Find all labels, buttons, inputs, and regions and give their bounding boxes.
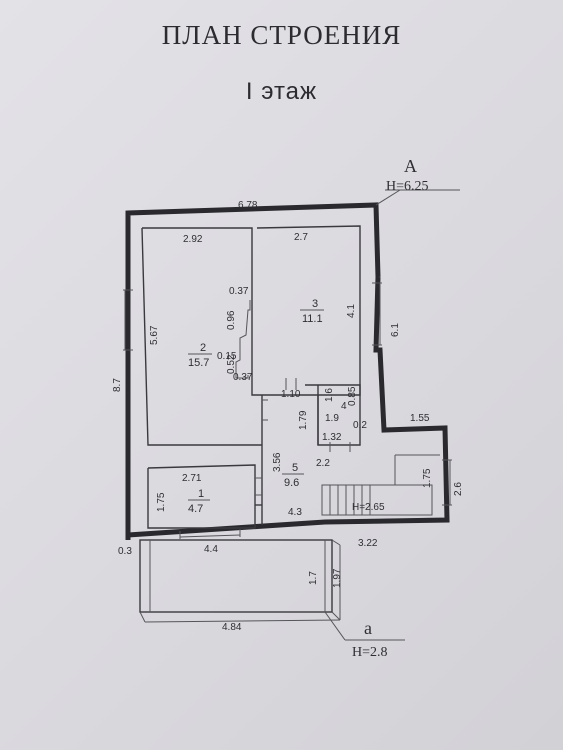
plan-title: ПЛАН СТРОЕНИЯ: [161, 20, 402, 50]
marker-top-height: H=6.25: [386, 179, 429, 194]
dim-porch-width: 4.84: [222, 622, 242, 633]
dim-room2-depth: 5.67: [149, 325, 160, 345]
staircase: [321, 454, 440, 516]
dim-stair-height: H=2.65: [352, 502, 385, 513]
interior-walls: [141, 225, 361, 529]
dim-step-2: 0.96: [226, 310, 237, 330]
dim-room1-width: 2.71: [182, 473, 202, 484]
dim-porch-depth-b: 1.97: [332, 568, 343, 588]
dim-wc-width: 1.32: [322, 432, 342, 443]
dim-step-4: 0.37: [233, 372, 253, 383]
dim-hall-bottom: 4.3: [288, 507, 302, 518]
room-3-number: 3: [312, 298, 318, 310]
dim-porch-right: 3.22: [358, 538, 378, 549]
marker-bottom-letter: a: [364, 618, 372, 638]
room-4-area: 1.9: [325, 413, 339, 424]
room-1-number: 1: [198, 488, 204, 500]
dim-room2-width: 2.92: [183, 234, 203, 245]
dim-porch-depth-a: 1.7: [308, 571, 319, 585]
dim-hall-depth: 3.56: [272, 452, 283, 472]
door-marks: [255, 378, 351, 496]
dim-wc-b: 0.85: [347, 386, 358, 406]
dim-step-3: 0.15: [217, 351, 237, 362]
dim-ledge: 1.55: [410, 413, 430, 424]
dim-side-right: 2.6: [453, 482, 464, 496]
dim-wc-a: 1.6: [324, 388, 335, 402]
room2-steps: [235, 300, 251, 379]
dim-hall-side: 1.79: [298, 410, 309, 430]
room-5-number: 5: [292, 462, 298, 474]
floor-subtitle: I этаж: [245, 78, 318, 105]
dim-right-wall: 6.1: [390, 323, 401, 337]
dim-hall-top: 1.10: [281, 389, 301, 400]
dim-total-width: 6.78: [238, 200, 258, 211]
dim-room1-depth: 1.75: [156, 492, 167, 512]
porch: [139, 539, 341, 623]
dim-wc-c: 0.2: [353, 420, 367, 431]
dim-porch-top: 4.4: [204, 544, 218, 555]
room-1-area: 4.7: [188, 503, 203, 515]
room-3-area: 11.1: [302, 313, 323, 325]
dim-hall-mid: 2.2: [316, 458, 330, 469]
marker-bottom-height: H=2.8: [352, 645, 388, 660]
marker-top-letter: A: [404, 156, 417, 176]
dim-room3-width: 2.7: [294, 232, 308, 243]
room-5-area: 9.6: [284, 477, 299, 489]
marker-leaders: [324, 189, 460, 641]
dim-left-wall: 8.7: [112, 378, 123, 392]
dim-ledge-depth: 1.75: [422, 468, 433, 488]
dim-step-1: 0.37: [229, 286, 249, 297]
window-marks: [123, 282, 452, 539]
room-2-number: 2: [200, 342, 206, 354]
room-4-number: 4: [341, 401, 347, 412]
outer-walls: [125, 202, 450, 540]
dim-step-5: 0.52: [226, 354, 237, 374]
room-2-area: 15.7: [188, 357, 209, 369]
dim-room3-depth: 4.1: [346, 304, 357, 318]
dimension-labels: 6.78 2.92 2.7 5.67 4.1 6.1 8.7 0.37 0.96…: [112, 200, 464, 633]
room-labels: 2 15.7 3 11.1 4 1.9 5 9.6 1 4.7: [188, 298, 347, 515]
dim-wall-thick: 0.3: [118, 546, 132, 557]
